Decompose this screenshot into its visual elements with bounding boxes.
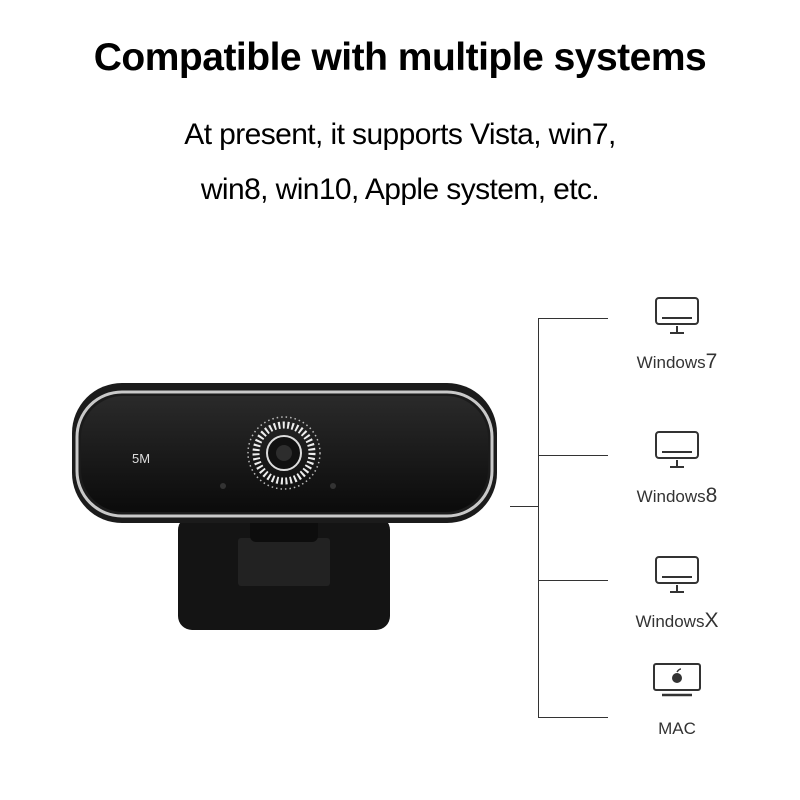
os-item-mac: MAC [617, 662, 737, 740]
os-item-windows7: Windows7 [617, 296, 737, 374]
page-title: Compatible with multiple systems [93, 36, 707, 79]
monitor-icon [655, 297, 699, 334]
webcam-image: 5M [72, 383, 497, 630]
camera-resolution-label: 5M [132, 451, 150, 466]
connector-branch [538, 318, 608, 319]
connector-branch [538, 455, 608, 456]
connector-branch [538, 717, 608, 718]
subtitle-line-2: win8, win10, Apple system, etc. [200, 173, 600, 206]
monitor-icon [655, 431, 699, 468]
os-label: MAC [658, 719, 696, 738]
monitor-icon [655, 556, 699, 593]
connector-branch [538, 580, 608, 581]
apple-monitor-icon [653, 663, 701, 697]
os-label: Windows7 [636, 350, 718, 373]
os-item-windows8: Windows8 [617, 430, 737, 508]
connector-stub [510, 506, 538, 507]
os-label: Windows8 [636, 484, 718, 507]
os-label: WindowsX [635, 609, 719, 632]
connector-vertical [538, 318, 539, 718]
os-item-windowsx: WindowsX [617, 555, 737, 633]
subtitle-line-1: At present, it supports Vista, win7, [184, 118, 616, 151]
